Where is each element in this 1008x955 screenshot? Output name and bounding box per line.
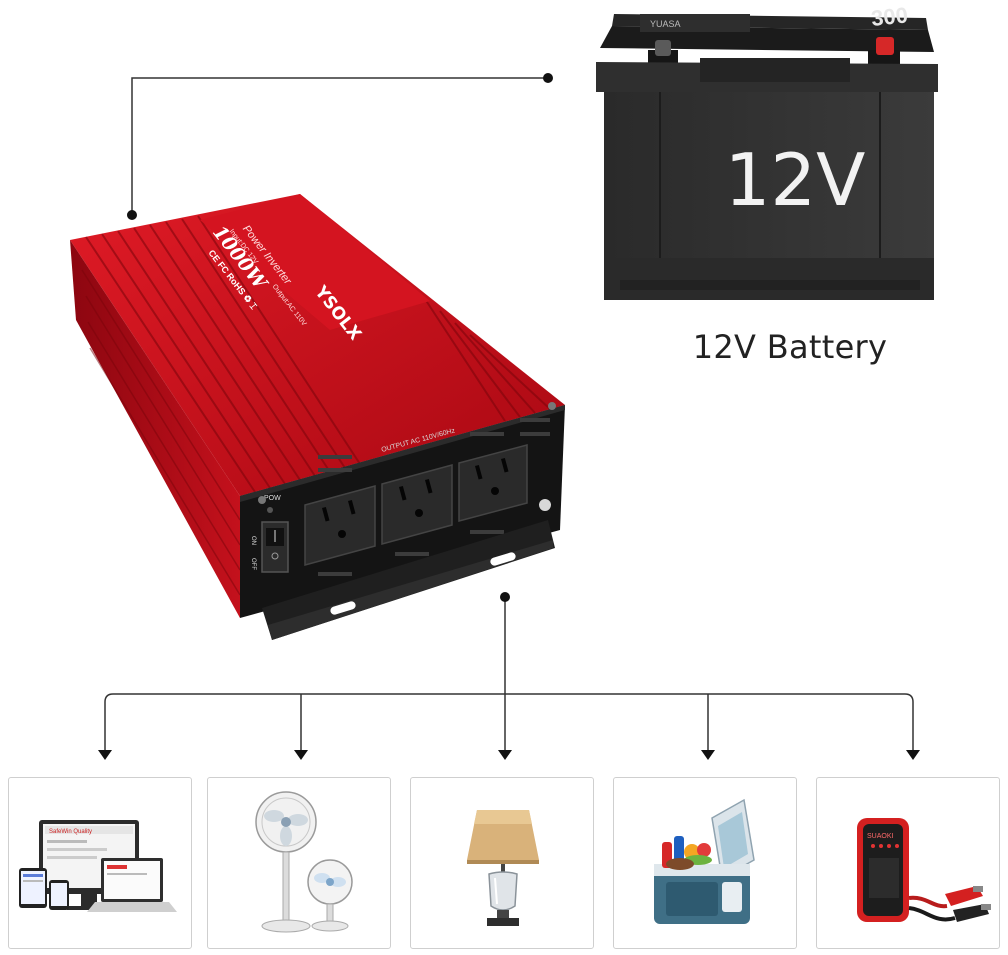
lamp-icon [467,810,539,926]
output-distribution-lines [104,598,914,750]
connector-dot-inverter [127,210,137,220]
battery-connector-line [131,77,548,212]
ac-outlet [304,485,376,566]
battery-caption: 12V Battery [692,328,888,366]
arrow-fans [294,750,308,760]
power-indicator-led [267,507,273,513]
arrow-heads [98,750,920,760]
battery-top-rating: 300 [870,2,909,31]
power-inverter: 1000W Power Inverter Input:DC 12V Output… [70,194,565,640]
laptop-icon: SafeWin Quality [19,820,177,912]
jump-starter-icon: SUAOKI [857,818,991,922]
jump-starter-brand: SUAOKI [867,833,894,840]
battery-voltage-label: 12V [725,138,866,222]
inverter-label-band [200,194,430,330]
ac-outlet [381,464,453,545]
cooler-icon [654,798,755,924]
arrow-jump-starter [906,750,920,760]
ac-outlet [458,444,528,522]
arrow-cooler [701,750,715,760]
on-label: ON [250,536,256,545]
arrow-lamp [498,750,512,760]
arrow-computers [98,750,112,760]
device-card-cooler [613,777,797,949]
battery-12v: YUASA 300 12V [596,2,938,300]
laptop-screen-brand: SafeWin Quality [49,829,92,835]
off-label: OFF [250,558,256,570]
device-card-lamp [410,777,594,949]
connector-dot-output [500,592,510,602]
device-card-computers: SafeWin Quality [8,777,192,949]
fan-icon [255,791,353,933]
power-switch [261,521,289,573]
pow-label: POW [264,495,281,502]
connector-dot-battery [543,73,553,83]
battery-top-brand: YUASA [650,19,681,29]
device-card-jump-starter: SUAOKI [816,777,1000,949]
device-card-fans [207,777,391,949]
